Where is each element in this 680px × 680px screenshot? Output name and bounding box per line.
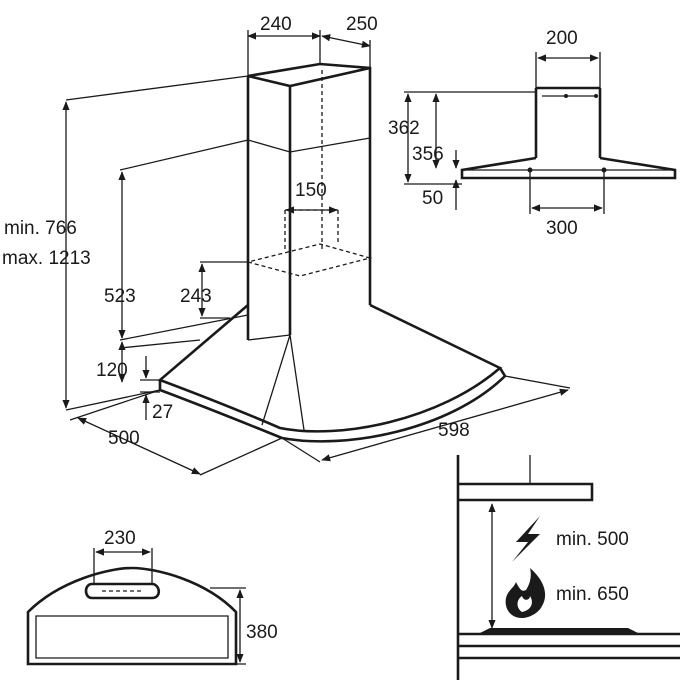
gas-min-label: min. 650 (556, 584, 629, 605)
top-depth-label: 380 (246, 622, 278, 643)
top-view: 230 380 (26, 528, 278, 666)
top-outlet-width-label: 230 (104, 528, 136, 549)
width-label: 598 (438, 420, 470, 441)
height-max-label: max. 1213 (2, 248, 91, 269)
depth-label: 500 (108, 428, 140, 449)
hood-drawing (157, 62, 507, 443)
flame-icon (505, 568, 546, 618)
chimney-dimension: 240 250 (247, 14, 378, 76)
outlet-243-label: 243 (180, 286, 212, 307)
side-top-width-label: 200 (546, 28, 578, 49)
side-356-label: 356 (412, 144, 444, 165)
height-523-dimension: 523 (104, 139, 249, 341)
clearance-view: min. 500 min. 650 (456, 455, 680, 680)
lightning-icon (512, 516, 540, 562)
chimney-depth-label: 250 (346, 14, 378, 35)
depth-dimension: 500 (69, 389, 283, 476)
side-50-label: 50 (422, 188, 443, 209)
chimney-width-label: 240 (260, 14, 292, 35)
outlet-dimension: 150 (285, 180, 338, 214)
height-min-label: min. 766 (4, 218, 77, 239)
outlet-width-label: 150 (295, 180, 327, 201)
side-bottom-width-label: 300 (546, 218, 578, 239)
electric-min-label: min. 500 (556, 529, 629, 550)
canopy-120-label: 120 (96, 360, 128, 381)
outlet-243-dimension: 243 (180, 261, 248, 319)
side-view: 200 362 356 50 300 (388, 28, 677, 239)
height-dimension: min. 766 max. 1213 (2, 75, 249, 411)
width-dimension: 598 (281, 375, 571, 463)
height-523-label: 523 (104, 286, 136, 307)
canopy-27-label: 27 (152, 402, 173, 423)
side-362-label: 362 (388, 118, 420, 139)
canopy-height-dimension: 120 27 (96, 339, 201, 423)
